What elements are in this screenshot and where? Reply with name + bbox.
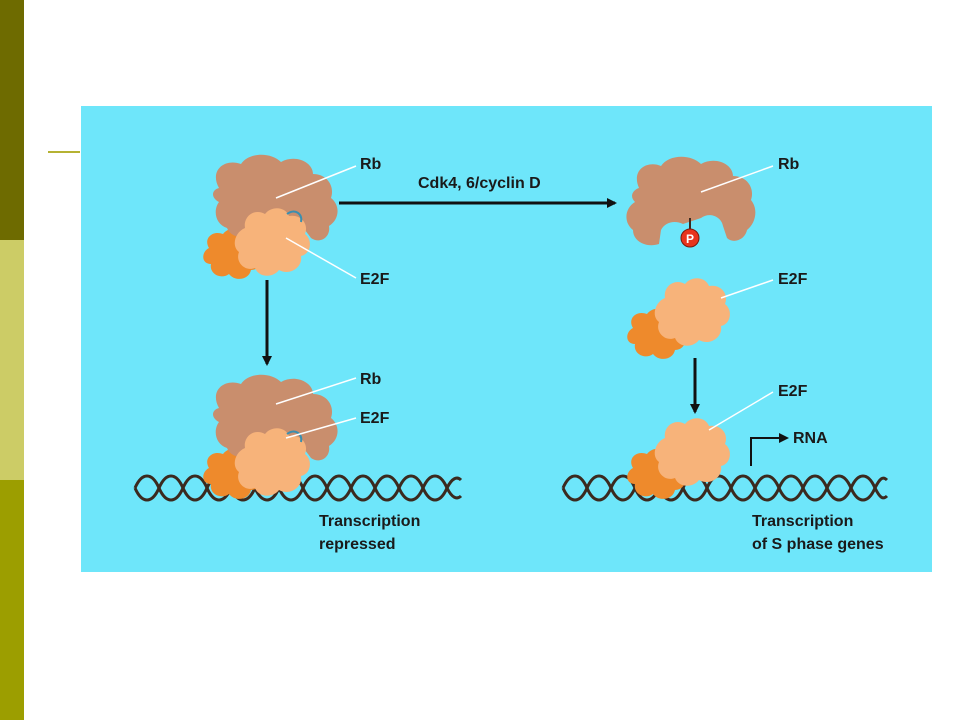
rb-e2f-complex-bottom-left xyxy=(203,374,338,499)
leader-line-e2f-mid-right xyxy=(720,279,774,299)
transcription-start-arrowhead xyxy=(779,433,789,443)
phosphate-label: P xyxy=(686,232,694,246)
e2f-protein-shape xyxy=(654,278,730,346)
e2f-bound-bottom-right xyxy=(627,418,730,499)
leader-line-rb-top-left xyxy=(275,165,357,199)
rb-e2f-complex-top-left xyxy=(203,154,338,279)
e2f-protein-shape xyxy=(234,428,310,496)
title-rule xyxy=(48,151,80,153)
phosphate-group xyxy=(680,228,700,248)
leader-line-e2f-top-left xyxy=(285,237,357,279)
rb-e2f-binding-outline xyxy=(286,210,303,223)
rb-protein-shape xyxy=(213,154,338,241)
label-e2f-bottom-right: E2F xyxy=(778,383,808,400)
caption-right-line-2: of S phase genes xyxy=(752,536,884,553)
slide-accent-band-top xyxy=(0,0,24,240)
rb-e2f-binding-outline xyxy=(286,430,303,443)
rb-protein-shape xyxy=(213,374,338,461)
e2f-free-middle-right xyxy=(627,278,730,359)
slide-accent-band-middle xyxy=(0,240,24,480)
transcription-start-arrow xyxy=(750,437,781,466)
label-rb-top-right: Rb xyxy=(778,156,800,173)
label-arrow-cdk4-cyclin-d: Cdk4, 6/cyclin D xyxy=(418,175,541,192)
e2f-protein-shape xyxy=(234,208,310,276)
label-rb-top-left: Rb xyxy=(360,156,382,173)
rb-e2f-diagram: Rb E2F Cdk4, 6/cyclin D P Rb E2F Rb E2F … xyxy=(81,106,932,572)
dna-helix-right xyxy=(561,474,889,502)
label-rb-bottom-left: Rb xyxy=(360,371,382,388)
slide-accent-band-bottom xyxy=(0,480,24,720)
leader-line-e2f-bottom-right xyxy=(708,391,774,431)
label-e2f-top-left: E2F xyxy=(360,271,390,288)
caption-left-line-2: repressed xyxy=(319,536,396,553)
label-e2f-bottom-left: E2F xyxy=(360,410,390,427)
leader-line-rb-top-right xyxy=(700,165,774,193)
caption-right-line-1: Transcription xyxy=(752,513,853,530)
e2f-protein-shape xyxy=(654,418,730,486)
rb-phosphorylated-top-right: P xyxy=(626,156,756,248)
leader-line-e2f-bottom-left xyxy=(285,417,357,439)
rb-protein-shape-phosphorylated xyxy=(626,156,756,246)
dna-helix-left xyxy=(133,474,463,502)
label-rna: RNA xyxy=(793,430,828,447)
label-e2f-mid-right: E2F xyxy=(778,271,808,288)
leader-line-rb-bottom-left xyxy=(275,377,357,405)
caption-left-line-1: Transcription xyxy=(319,513,420,530)
